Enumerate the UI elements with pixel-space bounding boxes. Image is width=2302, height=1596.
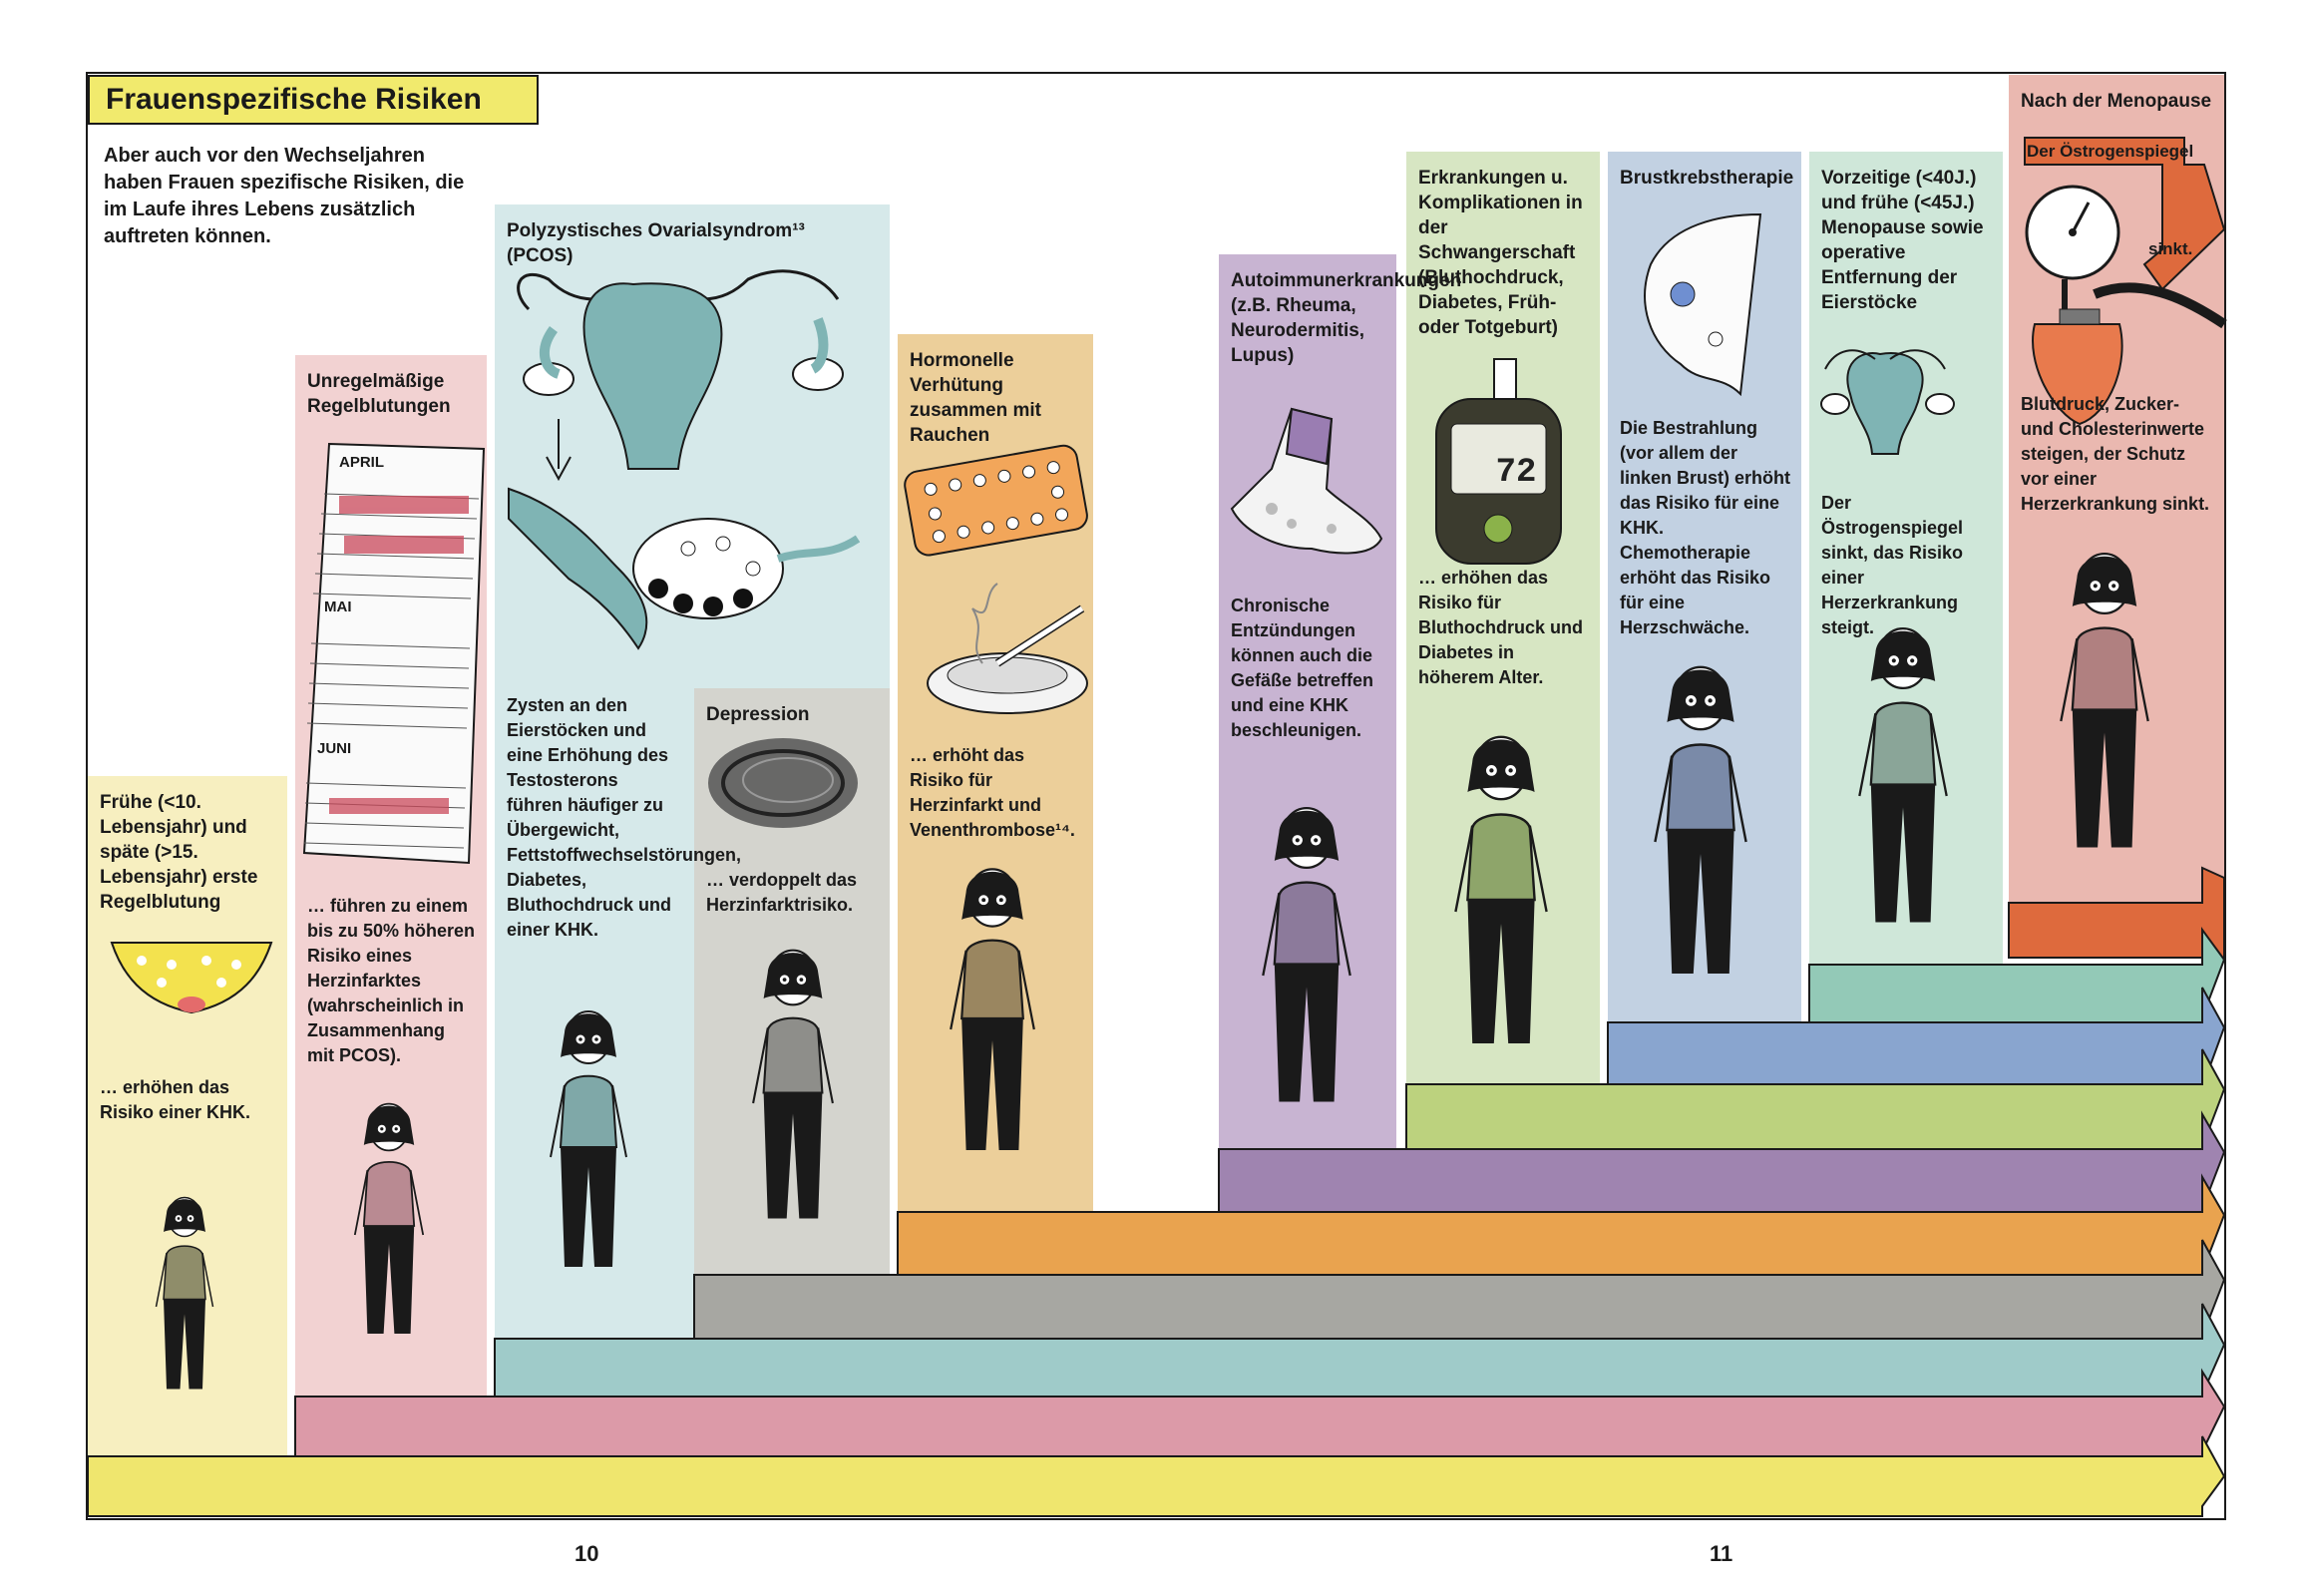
pill-pack-icon [904, 444, 1088, 557]
column-text: … erhöhen das Risiko für Bluthochdruck u… [1418, 568, 1583, 687]
underwear-icon [110, 942, 273, 1014]
column-text: … verdoppelt das Herzinfarktrisiko. [706, 870, 858, 915]
woman-figure-10 [2060, 552, 2149, 849]
column-menarche: Frühe (<10. Lebensjahr) und späte (>15. … [88, 776, 287, 1122]
column-heading: Brustkrebstherapie [1620, 168, 1794, 189]
arrow-menarche [87, 1435, 2226, 1517]
woman-figure-6 [1262, 806, 1351, 1103]
column-heading: Depression [706, 704, 810, 725]
column-earlymeno: Vorzeitige (<40J.) und frühe (<45J.) Men… [1809, 152, 2003, 637]
page-frame [86, 72, 2226, 1520]
intro-text: Aber auch vor den Wechseljahren haben Fr… [104, 145, 465, 247]
column-heading: Nach der Menopause [2021, 91, 2212, 112]
calendar-icon [302, 442, 486, 865]
column-heading: Vorzeitige (<40J.) und frühe (<45J.) Men… [1821, 168, 1984, 313]
column-heading: Unregelmäßige Regelblutungen [307, 371, 451, 417]
svg-text:72: 72 [1496, 454, 1537, 492]
calendar-label-mai: MAI [324, 598, 352, 615]
ashtray-icon [927, 583, 1088, 714]
blood-pressure-gauge-icon [2025, 185, 2227, 426]
woman-figure-5 [950, 868, 1035, 1152]
skin-rash-icon [1230, 407, 1383, 555]
scribble-icon [708, 738, 858, 828]
column-irregular: Unregelmäßige Regelblutungen … führen zu… [295, 355, 487, 1065]
woman-figure-7 [1454, 735, 1548, 1045]
column-text: Blutdruck, Zucker- und Cholesterinwerte … [2021, 394, 2210, 514]
column-text: Zysten an den Eierstöcken und eine Erhöh… [507, 695, 742, 940]
woman-figure-2 [353, 1102, 425, 1335]
column-depression: Depression … verdoppelt das Herzinfarktr… [694, 688, 890, 915]
column-text: Der Östrogenspiegel sinkt, das Risiko ei… [1821, 493, 1964, 637]
column-text: Die Bestrahlung (vor allem der linken Br… [1620, 418, 1791, 637]
column-postmeno: Nach der Menopause Der Östrogenspiegel s… [2009, 75, 2224, 514]
column-text: … führen zu einem bis zu 50% höheren Ris… [307, 896, 476, 1065]
column-heading: Erkrankungen u. Komplikationen in der Sc… [1418, 168, 1583, 338]
uterus-icon [517, 269, 844, 470]
page-number-left: 10 [575, 1541, 599, 1566]
page-number-right: 11 [1710, 1541, 1733, 1566]
column-cancer: Brustkrebstherapie Die Bestrahlung (vor … [1608, 152, 1801, 637]
estrogen-label: Der Östrogenspiegel [2027, 142, 2194, 161]
column-text: … erhöhen das Risiko einer KHK. [100, 1077, 251, 1122]
sinks-label: sinkt. [2148, 239, 2193, 258]
woman-figure-4 [752, 949, 834, 1220]
calendar-label-juni: JUNI [317, 740, 352, 757]
column-pcos: Polyzystisches Ovarialsyndrom¹³ (PCOS) Z… [495, 204, 890, 940]
column-text: Chronische Entzündungen können auch die … [1231, 596, 1374, 740]
breast-icon [1644, 212, 1762, 397]
column-heading: Frühe (<10. Lebensjahr) und späte (>15. … [100, 792, 258, 913]
column-heading: Hormonelle Verhütung zusammen mit Rauche… [910, 350, 1041, 446]
woman-figure-3 [550, 1010, 627, 1268]
page-title: Frauenspezifische Risiken [88, 75, 539, 125]
woman-figure-9 [1858, 626, 1948, 924]
column-contraception: Hormonelle Verhütung zusammen mit Rauche… [898, 334, 1093, 840]
down-arrow-icon [546, 419, 572, 482]
column-pregnancy: Erkrankungen u. Komplikationen in der Sc… [1406, 152, 1600, 687]
uterus-small-icon [1820, 349, 1955, 455]
woman-figure-8 [1654, 665, 1747, 976]
column-heading: Polyzystisches Ovarialsyndrom¹³ (PCOS) [507, 220, 805, 266]
glucometer-icon: 72 [1435, 358, 1562, 565]
arrow-postmeno [2008, 866, 2225, 959]
ovary-cyst-icon [508, 487, 861, 650]
woman-figure-1 [155, 1196, 214, 1391]
column-text: … erhöht das Risiko für Herzinfarkt und … [910, 745, 1075, 840]
calendar-label-april: APRIL [339, 454, 384, 471]
